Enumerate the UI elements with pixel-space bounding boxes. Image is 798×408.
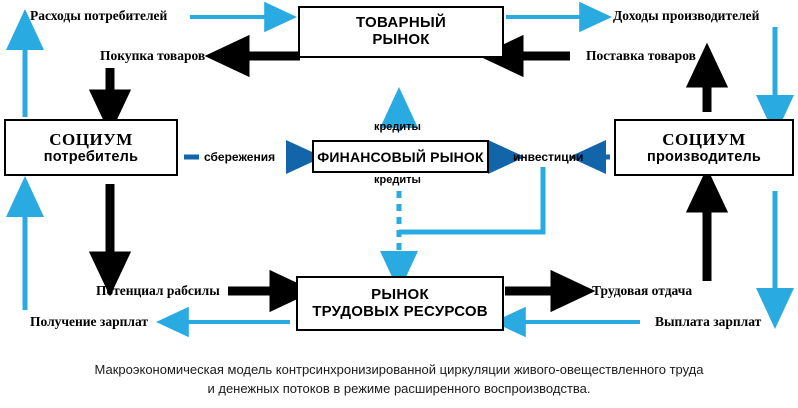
node-labor-market[interactable]: РЫНОК ТРУДОВЫХ РЕСУРСОВ <box>296 276 504 331</box>
node-socium-producer[interactable]: СОЦИУМ производитель <box>614 119 794 176</box>
node-socium-producer-line1: СОЦИУМ <box>662 129 746 149</box>
label-labor-return: Трудовая отдача <box>592 283 693 298</box>
node-financial-market-label: ФИНАНСОВЫЙ РЫНОК <box>317 148 484 165</box>
node-socium-consumer[interactable]: СОЦИУМ потребитель <box>4 119 178 176</box>
node-goods-market-line2: РЫНОК <box>372 31 430 48</box>
node-financial-market[interactable]: ФИНАНСОВЫЙ РЫНОК <box>312 140 489 173</box>
node-goods-market[interactable]: ТОВАРНЫЙ РЫНОК <box>298 6 504 58</box>
label-producer-income: Доходы производителей <box>613 8 760 23</box>
label-savings: сбережения <box>204 150 276 164</box>
node-socium-producer-line2: производитель <box>647 148 761 165</box>
caption-line-1: Макроэкономическая модель контрсинхрониз… <box>94 362 704 377</box>
node-socium-consumer-line1: СОЦИУМ <box>49 129 133 149</box>
label-wage-receipt: Получение зарплат <box>30 314 148 329</box>
node-socium-consumer-line2: потребитель <box>43 148 139 165</box>
caption-line-2: и денежных потоков в режиме расширенного… <box>207 381 591 396</box>
label-goods-supply: Поставка товаров <box>586 48 696 63</box>
label-credits-upper: кредиты <box>374 121 421 133</box>
label-goods-purchase: Покупка товаров <box>100 48 206 63</box>
node-goods-market-line1: ТОВАРНЫЙ <box>355 14 447 32</box>
node-labor-market-line1: РЫНОК <box>371 285 429 303</box>
label-credits-lower: кредиты <box>374 174 421 186</box>
node-labor-market-line2: ТРУДОВЫХ РЕСУРСОВ <box>312 302 488 320</box>
label-wage-payment: Выплата зарплат <box>655 314 762 329</box>
label-investments: инвестиции <box>513 150 584 164</box>
label-labor-potential: Потенциал рабсилы <box>96 283 220 298</box>
label-consumer-spending: Расходы потребителей <box>30 8 168 23</box>
